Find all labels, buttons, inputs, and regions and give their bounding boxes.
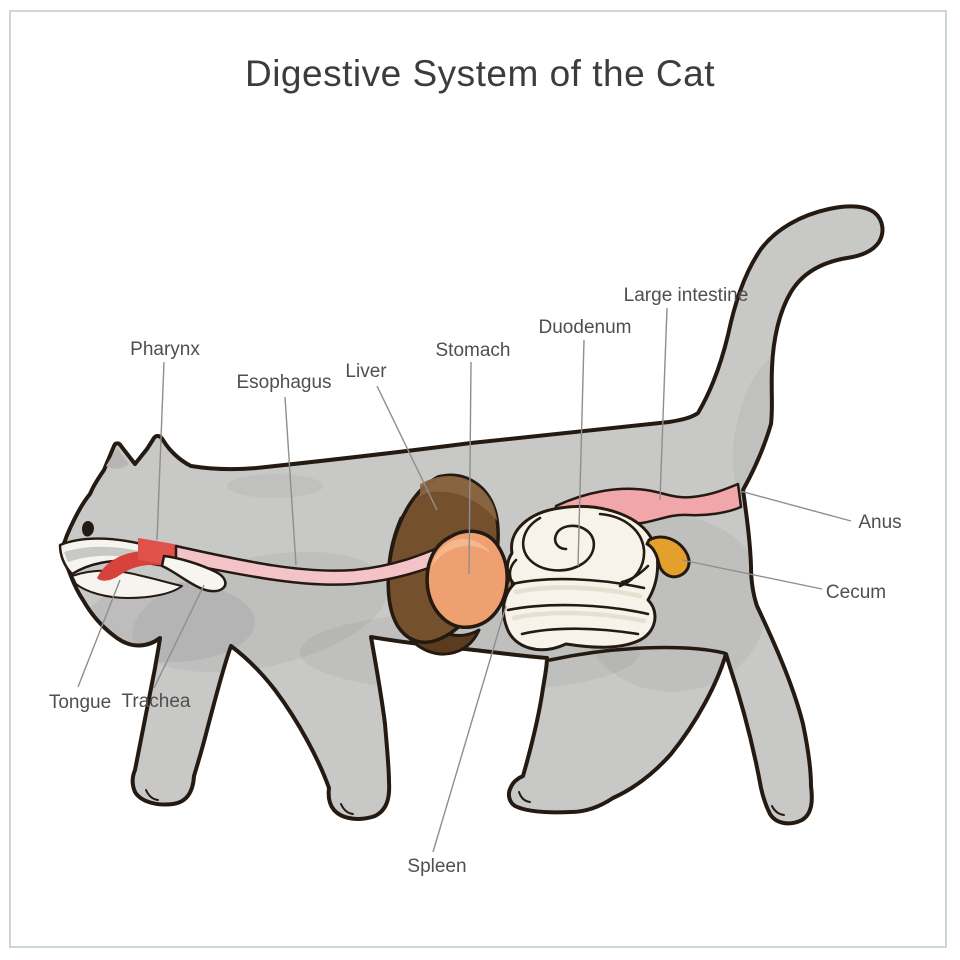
front-paw-toe-line xyxy=(145,789,159,801)
leader-lines xyxy=(77,307,852,853)
label-esophagus: Esophagus xyxy=(236,372,331,393)
upper-lip-fold xyxy=(64,546,144,562)
label-tongue: Tongue xyxy=(49,692,111,713)
leader-tongue xyxy=(77,579,121,688)
leader-trachea xyxy=(153,584,205,689)
label-liver: Liver xyxy=(345,361,387,382)
leader-cecum xyxy=(681,559,823,590)
leader-liver xyxy=(376,385,438,511)
label-stomach: Stomach xyxy=(436,340,511,361)
hind-leg-crease xyxy=(548,645,726,662)
label-anus: Anus xyxy=(858,512,901,533)
leader-spleen xyxy=(432,605,507,853)
leader-esophagus xyxy=(284,396,297,566)
label-trachea: Trachea xyxy=(122,691,191,712)
hind-paw-toe-line xyxy=(518,791,531,803)
label-spleen: Spleen xyxy=(407,856,466,877)
organ-stomach xyxy=(425,529,509,629)
leader-duodenum xyxy=(577,339,585,567)
leader-stomach xyxy=(468,361,472,575)
organ-cecum xyxy=(645,535,691,579)
ear-inner-shade xyxy=(106,448,129,469)
cat-eye xyxy=(82,520,94,537)
intestine-coil-detail xyxy=(506,512,650,636)
label-cecum: Cecum xyxy=(826,582,886,603)
leader-large-intestine xyxy=(659,307,668,501)
organ-labels: Pharynx Esophagus Liver Stomach Duodenum… xyxy=(49,285,902,877)
organ-stomach-highlight xyxy=(431,538,491,568)
leader-anus xyxy=(739,490,852,522)
leader-pharynx xyxy=(156,361,165,541)
front-paw-toe-line-2 xyxy=(340,803,354,815)
label-pharynx: Pharynx xyxy=(130,339,200,360)
label-large-intestine: Large intestine xyxy=(624,285,749,306)
organ-trachea xyxy=(160,554,227,593)
label-duodenum: Duodenum xyxy=(539,317,632,338)
hind-paw-toe-line-2 xyxy=(771,805,785,816)
page-title: Digestive System of the Cat xyxy=(245,53,715,94)
organ-liver-highlight xyxy=(420,475,497,521)
frame-border xyxy=(9,10,947,948)
